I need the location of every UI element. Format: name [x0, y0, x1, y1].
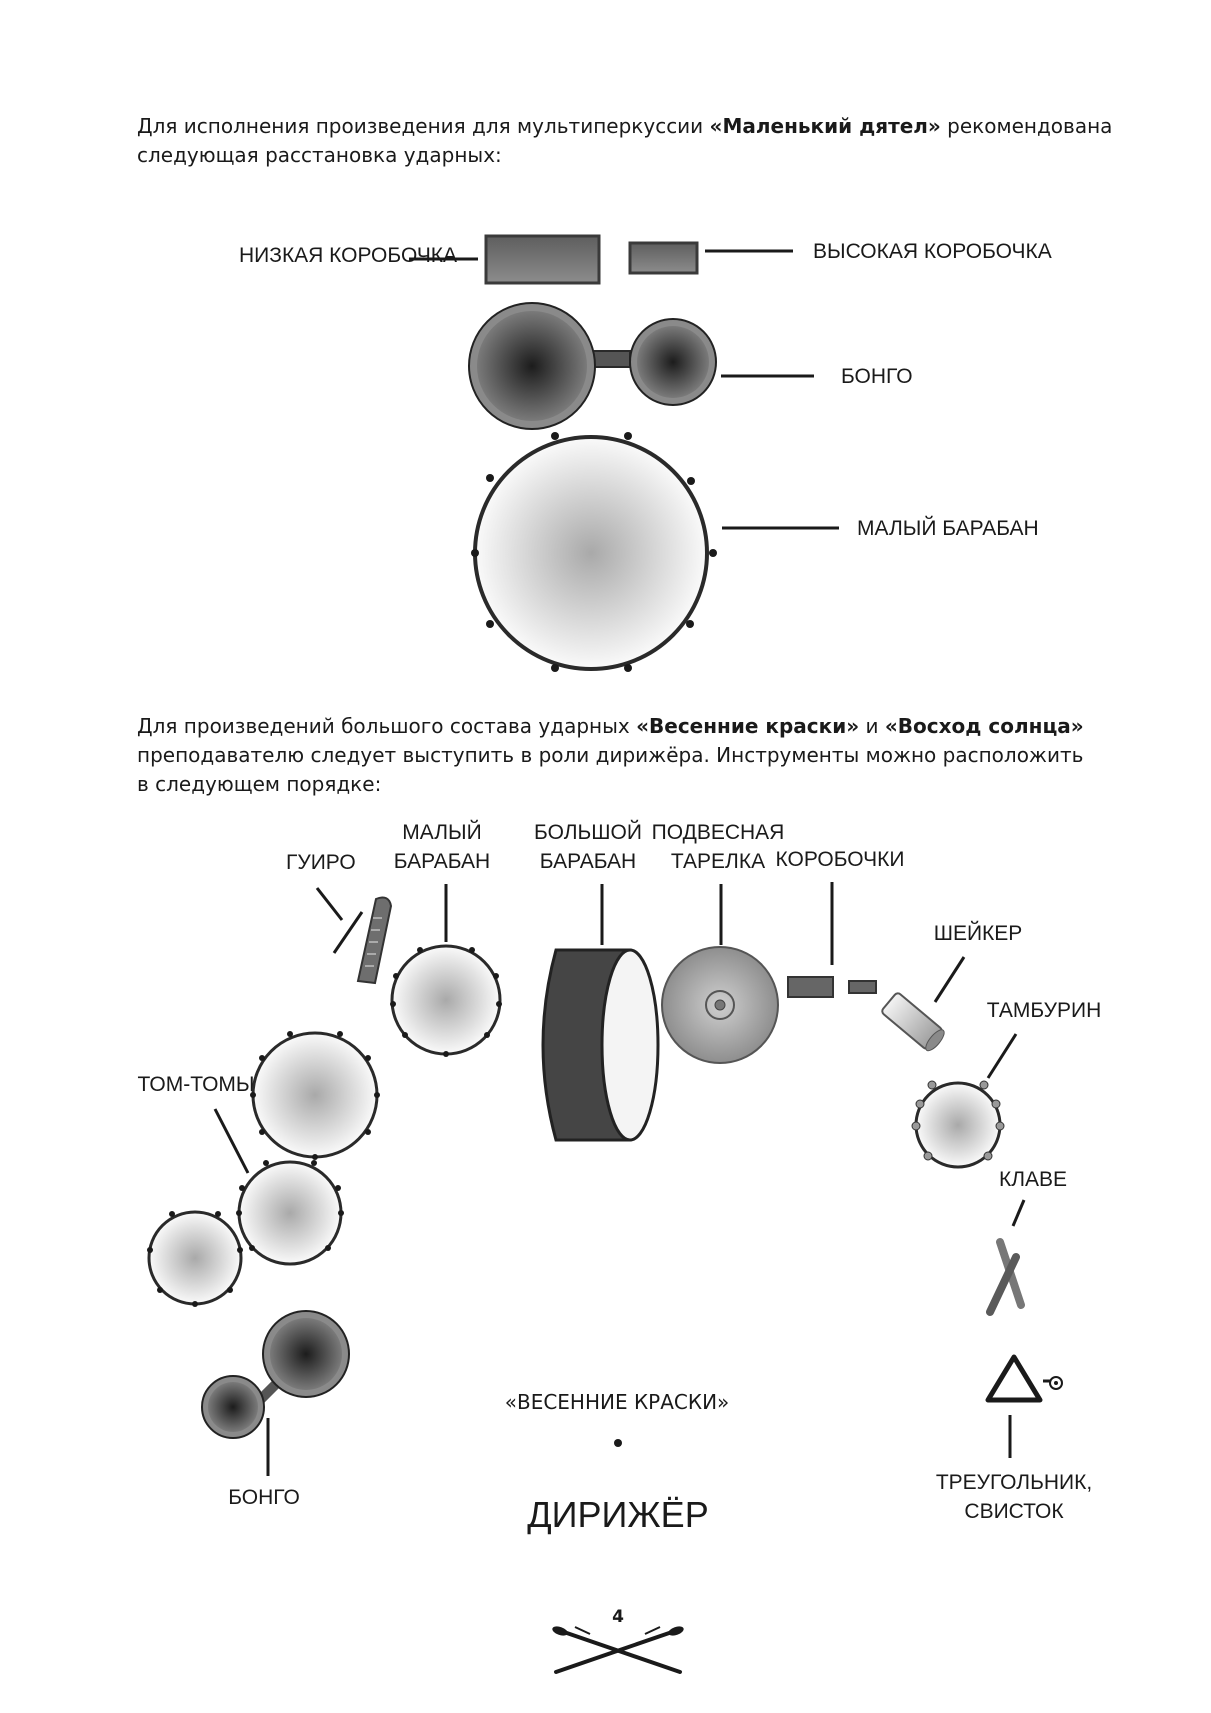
diagram-2: ГУИРО МАЛЫЙ БАРАБАН БОЛЬШОЙ БАРАБАН	[137, 820, 1101, 1535]
bass-drum-icon	[541, 948, 660, 1142]
intro1-title-bold: «Маленький дятел»	[709, 114, 941, 138]
boxes-label: КОРОБОЧКИ	[776, 848, 905, 871]
intro1-text-b: рекомендована	[940, 114, 1113, 138]
toms-pointer	[213, 1108, 250, 1174]
cymbal-icon	[661, 946, 779, 1064]
shaker-label: ШЕЙКЕР	[934, 921, 1023, 945]
low-box-label: НИЗКАЯ КОРОБОЧКА	[239, 244, 457, 267]
shaker-icon	[881, 992, 945, 1052]
tambourine-icon	[911, 1080, 1005, 1169]
snare-drum-icon	[471, 432, 717, 672]
page-number: 4	[612, 1607, 624, 1627]
snare2-label-1: МАЛЫЙ	[402, 820, 481, 844]
conductor-position-dot	[614, 1439, 622, 1447]
tom-3-icon	[147, 1210, 243, 1307]
guiro-label: ГУИРО	[286, 851, 356, 874]
high-box-label: ВЫСОКАЯ КОРОБОЧКА	[813, 240, 1052, 263]
bongo2-label: БОНГО	[228, 1486, 300, 1509]
snare-drum-2-icon	[390, 944, 502, 1057]
snare-label: МАЛЫЙ БАРАБАН	[857, 516, 1039, 540]
tambourine-pointer	[986, 1033, 1018, 1079]
crossed-drumsticks-icon	[552, 1626, 684, 1674]
intro2-title-bold-1: «Весенние краски»	[636, 714, 860, 738]
footer: 4	[552, 1607, 684, 1674]
snare2-label-2: БАРАБАН	[394, 850, 490, 873]
conductor-label: ДИРИЖЁР	[527, 1494, 708, 1535]
shaker-pointer	[933, 956, 966, 1003]
bass-drum-label-1: БОЛЬШОЙ	[534, 820, 642, 844]
bass-drum-label-2: БАРАБАН	[540, 850, 636, 873]
cymbal-label-2: ТАРЕЛКА	[671, 850, 765, 873]
intro2-line3: в следующем порядке:	[137, 772, 382, 796]
intro-paragraph-2: Для произведений большого состава ударны…	[137, 712, 1084, 799]
claves-icon	[986, 1238, 1025, 1316]
diagram-1: НИЗКАЯ КОРОБОЧКА ВЫСОКАЯ КОРОБОЧКА БОНГО	[239, 234, 1052, 672]
triangle-icon	[985, 1354, 1043, 1403]
boxes-icon	[787, 976, 877, 998]
intro-paragraph-1: Для исполнения произведения для мультипе…	[137, 112, 1112, 170]
low-box-icon	[484, 234, 601, 285]
triangle-label-2: СВИСТОК	[964, 1500, 1064, 1523]
toms-label: ТОМ-ТОМЫ	[137, 1073, 254, 1096]
intro2-text-b: и	[859, 714, 885, 738]
intro1-text-a: Для исполнения произведения для мультипе…	[137, 114, 710, 138]
piece-title: «ВЕСЕННИЕ КРАСКИ»	[505, 1390, 730, 1414]
cymbal-label-1: ПОДВЕСНАЯ	[652, 821, 785, 844]
bongo-2-icon	[201, 1310, 350, 1439]
high-box-icon	[628, 241, 699, 275]
guiro-pointer	[315, 887, 344, 921]
guiro-icon	[356, 896, 393, 985]
intro2-text-a: Для произведений большого состава ударны…	[137, 714, 637, 738]
intro2-line2: преподавателю следует выступить в роли д…	[137, 743, 1084, 767]
guiro-stick-icon	[332, 911, 364, 954]
whistle-icon	[1043, 1376, 1063, 1390]
intro2-title-bold-2: «Восход солнца»	[884, 714, 1084, 738]
claves-label: КЛАВЕ	[999, 1168, 1067, 1191]
claves-pointer	[1011, 1199, 1026, 1227]
intro1-line2: следующая расстановка ударных:	[137, 143, 502, 167]
tom-2-icon	[236, 1160, 344, 1266]
tom-1-icon	[250, 1031, 380, 1160]
triangle-label-1: ТРЕУГОЛЬНИК,	[936, 1471, 1092, 1494]
bongo-label: БОНГО	[841, 365, 913, 388]
tambourine-label: ТАМБУРИН	[987, 999, 1102, 1022]
bongo-icon	[468, 302, 717, 430]
